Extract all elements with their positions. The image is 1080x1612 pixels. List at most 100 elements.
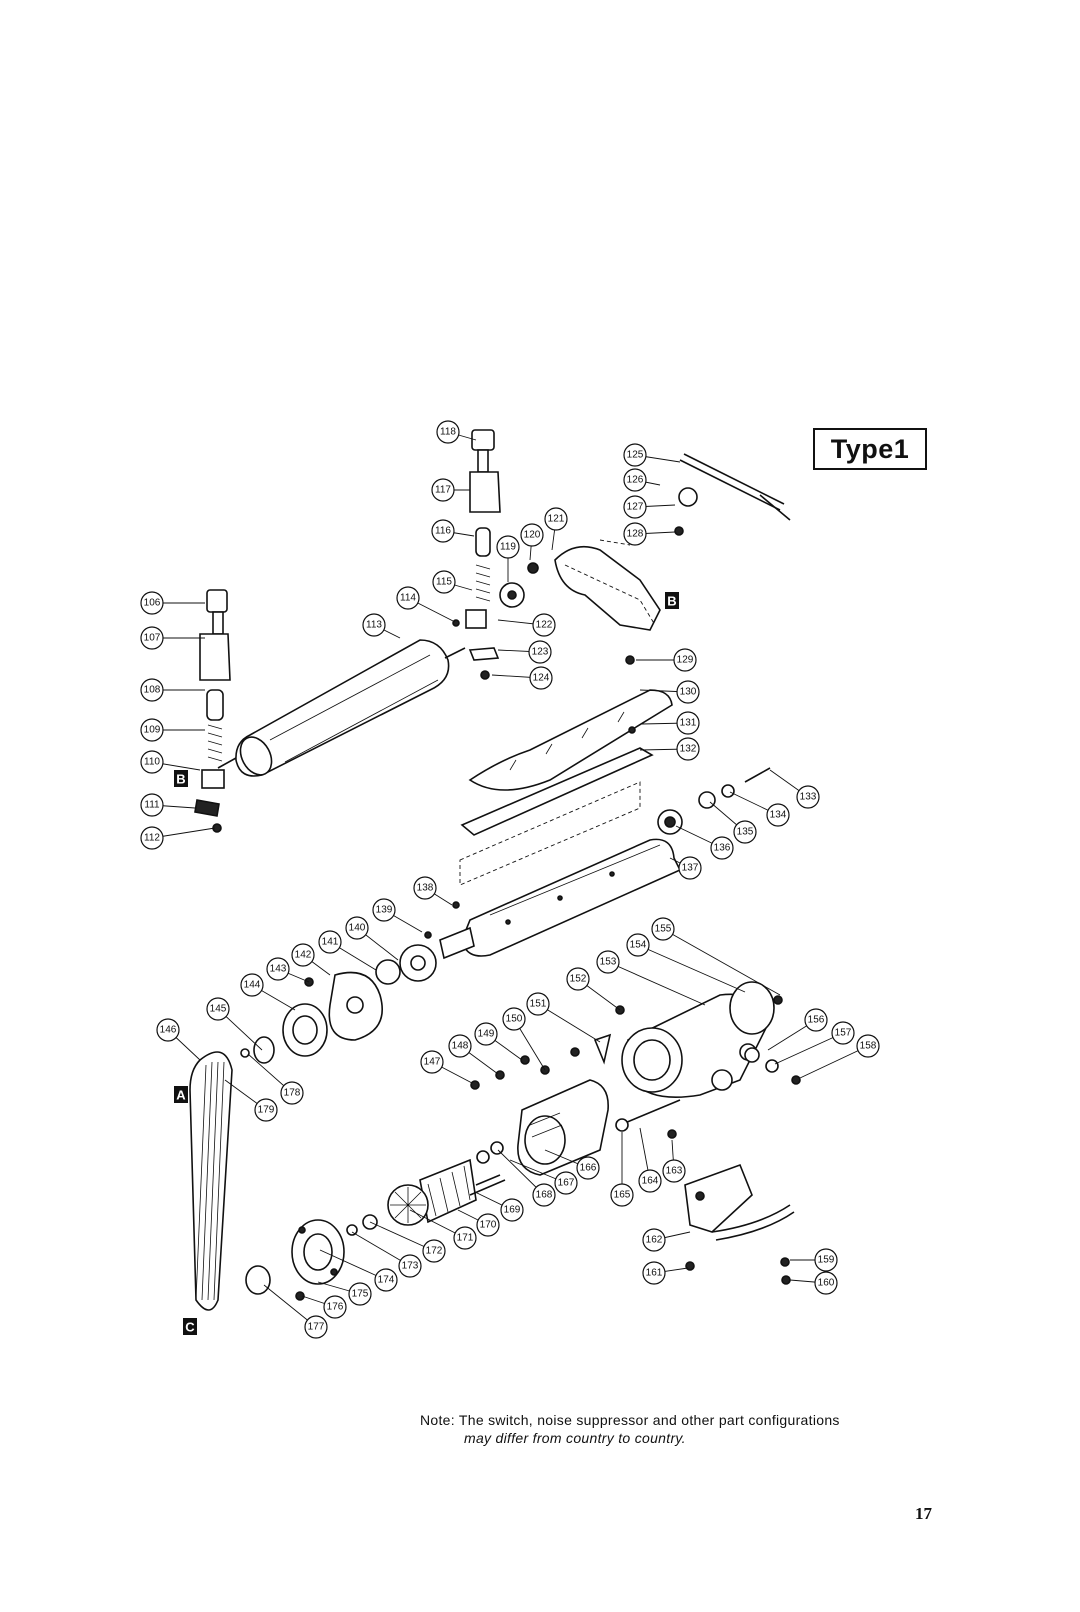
leader-line-158 (799, 1045, 869, 1079)
part-number-128: 128 (627, 529, 644, 540)
part-callout-137: 137 (678, 856, 702, 880)
part-callout-148: 148 (448, 1034, 472, 1058)
right-roller-support (465, 429, 539, 680)
part-callout-108: 108 (140, 678, 164, 702)
part-callout-145: 145 (206, 997, 230, 1021)
part-callout-172: 172 (422, 1239, 446, 1263)
feed-roller (217, 639, 466, 777)
part-number-111: 111 (144, 800, 160, 811)
svg-text:B: B (176, 772, 185, 787)
part-callout-174: 174 (374, 1268, 398, 1292)
part-callout-120: 120 (520, 523, 544, 547)
part-callout-142: 142 (291, 943, 315, 967)
part-callout-167: 167 (554, 1171, 578, 1195)
part-callout-146: 146 (156, 1018, 180, 1042)
part-callout-149: 149 (474, 1022, 498, 1046)
blade-plate (459, 747, 654, 886)
part-callout-130: 130 (676, 680, 700, 704)
part-callout-110: 110 (140, 750, 164, 774)
part-callout-179: 179 (254, 1098, 278, 1122)
armature (346, 1158, 501, 1236)
part-callout-168: 168 (532, 1183, 556, 1207)
part-number-135: 135 (737, 827, 754, 838)
switch-box (615, 1099, 795, 1285)
part-number-144: 144 (244, 980, 261, 991)
part-callout-147: 147 (420, 1050, 444, 1074)
part-callout-107: 107 (140, 626, 164, 650)
part-number-170: 170 (480, 1220, 497, 1231)
part-number-177: 177 (308, 1322, 325, 1333)
bearing-stack-right (657, 767, 771, 835)
part-callout-119: 119 (496, 535, 520, 559)
part-callout-165: 165 (610, 1183, 634, 1207)
part-callout-139: 139 (372, 898, 396, 922)
part-callout-152: 152 (566, 967, 590, 991)
note-line-2: may differ from country to country. (464, 1430, 686, 1446)
part-callout-176: 176 (323, 1295, 347, 1319)
part-number-142: 142 (295, 950, 312, 961)
part-number-114: 114 (400, 593, 416, 604)
part-number-118: 118 (440, 427, 456, 438)
part-number-120: 120 (524, 530, 541, 541)
part-number-165: 165 (614, 1190, 631, 1201)
part-number-108: 108 (144, 685, 161, 696)
part-number-125: 125 (627, 450, 644, 461)
part-callout-163: 163 (662, 1159, 686, 1183)
part-callout-117: 117 (431, 478, 455, 502)
part-number-112: 112 (144, 833, 160, 844)
brush-holder-assembly (469, 1141, 506, 1196)
part-number-145: 145 (210, 1004, 227, 1015)
part-number-106: 106 (144, 598, 161, 609)
part-callout-118: 118 (436, 420, 460, 444)
leader-line-172 (369, 1221, 435, 1252)
part-number-132: 132 (680, 744, 697, 755)
part-number-163: 163 (666, 1166, 683, 1177)
part-callout-144: 144 (240, 973, 264, 997)
part-number-146: 146 (160, 1025, 177, 1036)
part-callout-132: 132 (676, 737, 700, 761)
part-number-131: 131 (680, 718, 697, 729)
part-callout-127: 127 (623, 495, 647, 519)
part-callout-175: 175 (348, 1282, 372, 1306)
leader-line-157 (774, 1032, 844, 1065)
part-callout-112: 112 (140, 826, 164, 850)
part-number-167: 167 (558, 1178, 575, 1189)
svg-text:C: C (185, 1320, 195, 1335)
part-number-160: 160 (818, 1278, 835, 1289)
part-number-139: 139 (376, 905, 393, 916)
part-number-110: 110 (144, 757, 160, 768)
part-callout-170: 170 (476, 1213, 500, 1237)
part-number-136: 136 (714, 843, 731, 854)
part-callout-133: 133 (796, 785, 820, 809)
part-number-166: 166 (580, 1163, 597, 1174)
part-number-115: 115 (436, 577, 452, 588)
part-number-116: 116 (435, 526, 451, 537)
part-callout-161: 161 (642, 1261, 666, 1285)
section-marker-b-left: B (174, 770, 188, 787)
part-number-148: 148 (452, 1041, 469, 1052)
part-callout-155: 155 (651, 917, 675, 941)
part-callout-158: 158 (856, 1034, 880, 1058)
part-callout-159: 159 (814, 1248, 838, 1272)
part-number-130: 130 (680, 687, 697, 698)
part-number-172: 172 (426, 1246, 443, 1257)
part-callout-177: 177 (304, 1315, 328, 1339)
part-number-179: 179 (258, 1105, 275, 1116)
leader-line-154 (637, 944, 746, 993)
part-number-168: 168 (536, 1190, 553, 1201)
part-callout-143: 143 (266, 957, 290, 981)
part-callout-111: 111 (140, 793, 164, 817)
pulley-assembly (253, 944, 437, 1064)
part-number-143: 143 (270, 964, 287, 975)
part-number-126: 126 (627, 475, 644, 486)
part-callout-113: 113 (362, 613, 386, 637)
part-number-176: 176 (327, 1302, 344, 1313)
part-callout-173: 173 (398, 1254, 422, 1278)
part-number-154: 154 (630, 940, 647, 951)
part-number-109: 109 (144, 725, 161, 736)
part-callout-122: 122 (532, 613, 556, 637)
part-callout-109: 109 (140, 718, 164, 742)
section-marker-c: C (183, 1318, 197, 1335)
chain-cover (554, 539, 661, 631)
